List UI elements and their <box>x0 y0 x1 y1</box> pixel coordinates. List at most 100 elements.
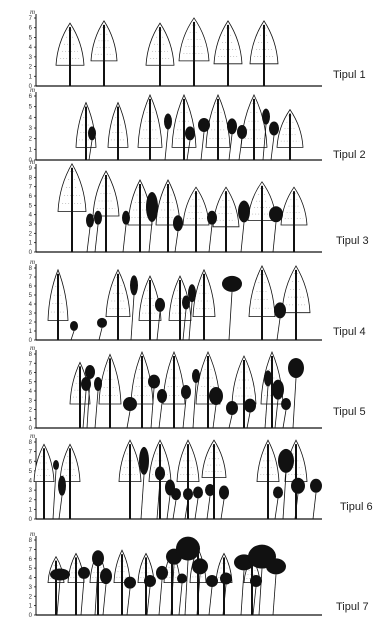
axis-unit-label: m <box>30 8 35 16</box>
understory-crown <box>250 575 262 587</box>
understory-stem <box>167 495 170 519</box>
y-tick-label: 6 <box>29 26 33 32</box>
panel-label: Tipul 4 <box>333 326 366 338</box>
y-tick-label: 8 <box>29 266 33 272</box>
understory-crown <box>130 275 138 295</box>
understory-stem <box>229 292 232 340</box>
understory-stem <box>123 225 126 252</box>
y-tick-label: 3 <box>29 55 33 61</box>
axis-unit-label: m <box>30 86 35 94</box>
y-tick-label: 1 <box>29 417 33 423</box>
y-tick-label: 4 <box>29 576 33 582</box>
y-tick-label: 2 <box>29 594 33 600</box>
y-tick-label: 3 <box>29 488 33 494</box>
understory-crown <box>53 460 59 470</box>
understory-crown <box>164 114 172 130</box>
understory-crown <box>288 358 304 378</box>
understory-crown <box>183 488 193 500</box>
understory-stem <box>239 139 242 160</box>
understory-crown <box>78 567 90 579</box>
understory-stem <box>99 328 102 340</box>
understory-crown <box>70 321 78 331</box>
y-tick-label: 3 <box>29 585 33 591</box>
understory-stem <box>149 222 152 252</box>
y-tick-label: 4 <box>29 302 33 308</box>
understory-crown <box>100 568 112 584</box>
y-tick-label: 6 <box>29 459 33 465</box>
understory-crown <box>173 215 183 231</box>
understory-crown <box>58 476 66 496</box>
y-tick-label: 4 <box>29 45 33 51</box>
y-tick-label: 6 <box>29 557 33 563</box>
understory-crown <box>81 377 91 391</box>
understory-crown <box>209 387 223 405</box>
understory-crown <box>177 574 187 584</box>
y-tick-label: 0 <box>29 250 33 256</box>
understory-stem <box>165 130 168 161</box>
panel-label: Tipul 6 <box>340 501 373 513</box>
understory-crown <box>244 399 256 413</box>
y-tick-label: 1 <box>29 74 33 80</box>
understory-stem <box>185 561 188 615</box>
y-tick-label: 7 <box>29 185 33 191</box>
understory-crown <box>269 122 279 136</box>
understory-crown <box>262 109 270 125</box>
panel-label: Tipul 1 <box>333 69 366 81</box>
understory-stem <box>173 500 176 519</box>
understory-crown <box>123 397 137 411</box>
understory-stem <box>209 587 212 615</box>
understory-crown <box>144 575 156 587</box>
understory-stem <box>131 295 134 340</box>
y-tick-label: 5 <box>29 35 33 41</box>
y-tick-label: 0 <box>29 517 33 523</box>
understory-stem <box>141 475 144 519</box>
y-tick-label: 4 <box>29 479 33 485</box>
axis-unit-label: m <box>30 158 35 166</box>
understory-stem <box>71 331 74 340</box>
understory-stem <box>253 587 256 615</box>
understory-crown <box>274 302 286 318</box>
understory-crown <box>310 479 322 493</box>
y-tick-label: 5 <box>29 469 33 475</box>
y-tick-label: 3 <box>29 126 33 132</box>
understory-crown <box>94 211 102 225</box>
understory-crown <box>193 486 203 498</box>
understory-crown <box>97 318 107 328</box>
y-tick-label: 1 <box>29 507 33 513</box>
understory-crown <box>94 377 102 391</box>
understory-crown <box>237 125 247 139</box>
y-tick-label: 2 <box>29 320 33 326</box>
y-tick-label: 5 <box>29 105 33 111</box>
panel-label: Tipul 7 <box>336 601 369 613</box>
y-tick-label: 5 <box>29 566 33 572</box>
understory-stem <box>159 580 162 615</box>
y-tick-label: 1 <box>29 147 33 153</box>
y-tick-label: 7 <box>29 16 33 22</box>
panel-label: Tipul 2 <box>333 149 366 161</box>
y-tick-label: 2 <box>29 65 33 71</box>
panel-4: 012345678mTipul 4 <box>29 258 366 344</box>
understory-stem <box>127 589 130 615</box>
axis-unit-label: m <box>30 344 35 352</box>
y-tick-label: 2 <box>29 231 33 237</box>
understory-stem <box>195 498 198 519</box>
understory-crown <box>92 550 104 566</box>
understory-crown <box>86 214 94 228</box>
y-tick-label: 5 <box>29 203 33 209</box>
y-tick-label: 7 <box>29 361 33 367</box>
understory-stem <box>241 223 244 253</box>
understory-stem <box>313 493 316 519</box>
understory-stem <box>229 415 232 428</box>
understory-crown <box>291 478 305 494</box>
understory-stem <box>103 584 106 615</box>
y-tick-label: 8 <box>29 440 33 446</box>
understory-crown <box>272 380 284 400</box>
understory-crown <box>139 447 149 475</box>
understory-stem <box>271 136 274 161</box>
understory-crown <box>157 389 167 403</box>
understory-crown <box>222 276 242 292</box>
